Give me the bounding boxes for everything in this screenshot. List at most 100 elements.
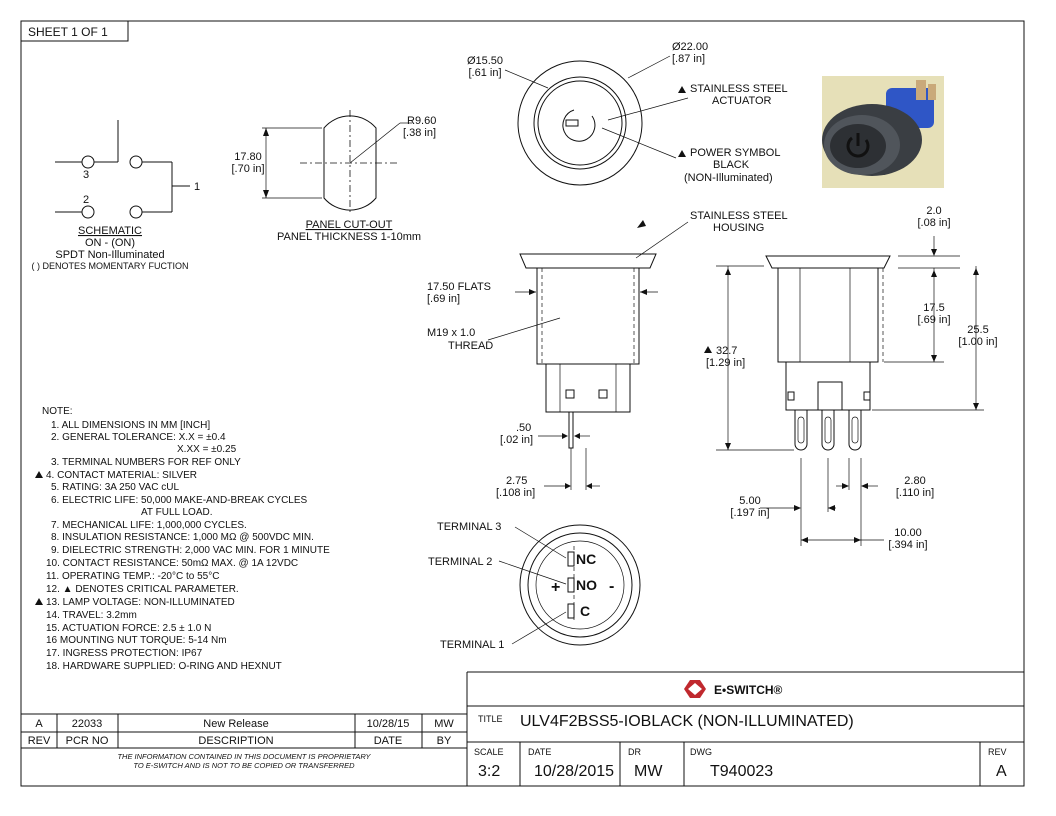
schematic-terminal-3: 3 <box>83 169 89 181</box>
brand-name: E•SWITCH® <box>714 683 783 697</box>
note-line: 16 MOUNTING NUT TORQUE: 5-14 Nm <box>46 635 227 646</box>
note-line: 13. LAMP VOLTAGE: NON-ILLUMINATED <box>46 597 235 608</box>
notes: NOTE: 1. ALL DIMENSIONS IN MM [INCH] 2. … <box>35 406 330 672</box>
pin-w-mm: 2.80 <box>904 475 925 487</box>
note-line: 2. GENERAL TOLERANCE: X.X = ±0.4 <box>51 432 226 443</box>
power-symbol-icon <box>846 133 870 158</box>
note-line: 9. DIELECTRIC STRENGTH: 2,000 VAC MIN. F… <box>51 545 330 556</box>
terminal-pin <box>794 410 808 451</box>
e-switch-logo-icon <box>684 680 706 698</box>
date-value: 10/28/2015 <box>534 763 614 780</box>
pitch-in: [.197 in] <box>730 507 769 519</box>
overall-in: [1.29 in] <box>706 357 745 369</box>
notes-heading: NOTE: <box>42 406 73 417</box>
part-title: ULV4F2BSS5-IOBLACK (NON-ILLUMINATED) <box>520 713 854 730</box>
top-view: Ø15.50 [.61 in] Ø22.00 [.87 in] STAINLES… <box>467 41 788 186</box>
rev-header: REV <box>28 735 51 747</box>
span-in: [.394 in] <box>888 539 927 551</box>
symbol-label-1: POWER SYMBOL <box>690 147 780 159</box>
schematic-line1: ON - (ON) <box>85 237 135 249</box>
flats-in: [.69 in] <box>427 293 460 305</box>
cutout-height-in: [.70 in] <box>231 163 264 175</box>
desc-cell: New Release <box>203 718 268 730</box>
minus-label: - <box>609 578 614 595</box>
note-line: X.XX = ±0.25 <box>177 444 237 455</box>
critical-triangle-icon <box>35 598 43 605</box>
schematic-title: SCHEMATIC <box>78 225 142 237</box>
cutout-radius-mm: R9.60 <box>407 115 436 127</box>
rev-value: A <box>996 763 1007 780</box>
critical-triangle-icon <box>35 471 43 478</box>
date-cell: 10/28/15 <box>367 718 410 730</box>
dwg-label: DWG <box>690 747 712 757</box>
thread-2: THREAD <box>448 340 493 352</box>
rev-label: REV <box>988 747 1007 757</box>
sheet-border <box>20 20 1025 787</box>
note-line: 15. ACTUATION FORCE: 2.5 ± 1.0 N <box>46 623 211 634</box>
housing-label-2: HOUSING <box>713 222 764 234</box>
by-cell: MW <box>434 718 454 730</box>
terminal-3-label: TERMINAL 3 <box>437 521 501 533</box>
actuator-label-2: ACTUATOR <box>712 95 772 107</box>
terminal-2-label: TERMINAL 2 <box>428 556 492 568</box>
scale-value: 3:2 <box>478 763 500 780</box>
dr-value: MW <box>634 763 663 780</box>
pitch-mm: 5.00 <box>739 495 760 507</box>
panel-cutout: 17.80 [.70 in] R9.60 [.38 in] PANEL CUT-… <box>231 110 436 243</box>
schematic-terminal-2: 2 <box>83 194 89 206</box>
dr-label: DR <box>628 747 641 757</box>
note-line: 7. MECHANICAL LIFE: 1,000,000 CYCLES. <box>51 520 247 531</box>
scale-label: SCALE <box>474 747 504 757</box>
span-mm: 10.00 <box>894 527 922 539</box>
body-in: [.69 in] <box>917 314 950 326</box>
pin-w-in: [.110 in] <box>896 487 934 499</box>
schematic: 3 2 1 SCHEMATIC ON - (ON) SPDT Non-Illum… <box>31 120 200 271</box>
sheet-label: SHEET 1 OF 1 <box>28 25 108 39</box>
revision-table: A 22033 New Release 10/28/15 MW REV PCR … <box>21 713 467 770</box>
side-view: STAINLESS STEEL HOUSING 17.50 FLATS [.69… <box>427 210 788 499</box>
right-view: 2.0 [.08 in] 17.5 [.69 in] 25.5 [1.00 in… <box>704 205 998 551</box>
product-photo <box>822 76 944 188</box>
sheet-tab <box>21 21 129 42</box>
cutout-height-mm: 17.80 <box>234 151 262 163</box>
top-inner-dia-in: [.61 in] <box>468 67 501 79</box>
note-line: 8. INSULATION RESISTANCE: 1,000 MΩ @ 500… <box>51 532 314 543</box>
note-line: 3. TERMINAL NUMBERS FOR REF ONLY <box>51 457 241 468</box>
housing-label-1: STAINLESS STEEL <box>690 210 788 222</box>
symbol-label-2: BLACK <box>713 159 750 171</box>
schematic-line2: SPDT Non-Illuminated <box>55 249 164 261</box>
cutout-radius-in: [.38 in] <box>403 127 436 139</box>
symbol-label-3: (NON-Illuminated) <box>684 172 773 184</box>
note-line: 6. ELECTRIC LIFE: 50,000 MAKE-AND-BREAK … <box>51 495 308 506</box>
pcr-cell: 22033 <box>72 718 103 730</box>
plus-label: + <box>551 579 560 596</box>
overall-mm: 32.7 <box>716 345 737 357</box>
cutout-thickness: PANEL THICKNESS 1-10mm <box>277 231 421 243</box>
pin-width-in: [.02 in] <box>500 434 533 446</box>
terminal-pin <box>821 410 835 451</box>
top-outer-dia-in: [.87 in] <box>672 53 705 65</box>
actuator-label-1: STAINLESS STEEL <box>690 83 788 95</box>
pin-width-mm: .50 <box>516 422 531 434</box>
pcr-header: PCR NO <box>66 735 109 747</box>
dwg-value: T940023 <box>710 763 773 780</box>
note-line: 17. INGRESS PROTECTION: IP67 <box>46 648 203 659</box>
disclaimer-1: THE INFORMATION CONTAINED IN THIS DOCUME… <box>117 752 371 761</box>
pin-pitch-in: [.108 in] <box>496 487 535 499</box>
schematic-terminal-1: 1 <box>194 181 200 193</box>
note-line: AT FULL LOAD. <box>141 507 213 518</box>
by-header: BY <box>437 735 452 747</box>
title-label: TITLE <box>478 714 503 724</box>
c-label: C <box>580 603 590 619</box>
date-label: DATE <box>528 747 551 757</box>
top-outer-dia-mm: Ø22.00 <box>672 41 708 53</box>
cutout-title: PANEL CUT-OUT <box>306 219 393 231</box>
date-header: DATE <box>374 735 403 747</box>
note-line: 12. ▲ DENOTES CRITICAL PARAMETER. <box>46 584 239 595</box>
no-label: NO <box>576 577 597 593</box>
note-line: 18. HARDWARE SUPPLIED: O-RING AND HEXNUT <box>46 661 282 672</box>
note-line: 4. CONTACT MATERIAL: SILVER <box>46 470 197 481</box>
bezel-in: [.08 in] <box>917 217 950 229</box>
note-line: 1. ALL DIMENSIONS IN MM [INCH] <box>51 420 210 431</box>
